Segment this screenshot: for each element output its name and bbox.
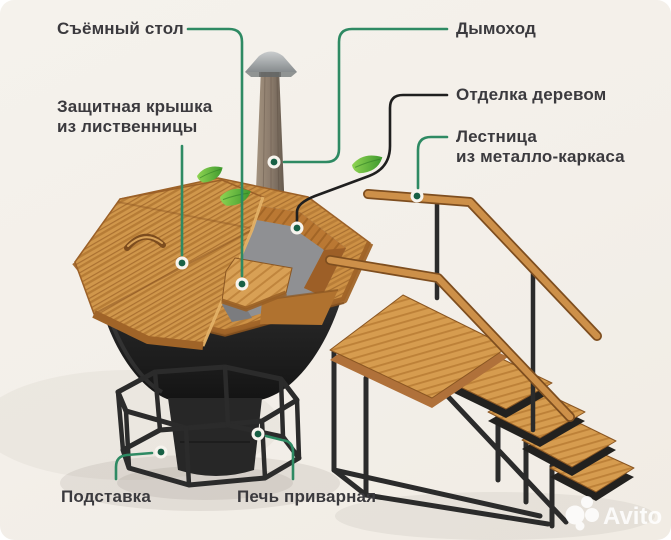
label-text: Печь приварная bbox=[237, 487, 377, 506]
anchor-dot-wood-finish bbox=[290, 221, 304, 235]
anchor-dot-chimney bbox=[267, 155, 281, 169]
label-stairs: Лестница из металло-каркаса bbox=[456, 127, 625, 167]
leader-line-removable-table bbox=[186, 27, 244, 278]
label-text: Дымоход bbox=[456, 19, 536, 38]
anchor-dot-welded-furnace bbox=[251, 427, 265, 441]
anchor-dots bbox=[154, 155, 424, 459]
leader-lines bbox=[114, 27, 449, 481]
leader-line-stand bbox=[114, 451, 154, 481]
handrails bbox=[325, 189, 602, 422]
anchor-dot-stairs bbox=[410, 189, 424, 203]
label-chimney: Дымоход bbox=[456, 19, 536, 39]
label-stand: Подставка bbox=[61, 487, 151, 507]
protective-cover bbox=[74, 179, 265, 350]
leaf-icon bbox=[197, 155, 383, 206]
cover-handle bbox=[124, 233, 166, 251]
leader-line-welded-furnace bbox=[264, 434, 295, 481]
label-removable-table: Съёмный стол bbox=[57, 19, 184, 39]
anchor-dot-protective-cover bbox=[175, 256, 189, 270]
interior-bench bbox=[260, 290, 338, 325]
leader-line-wood-finish bbox=[295, 93, 449, 223]
chimney-cap bbox=[245, 51, 297, 72]
leader-line-chimney bbox=[282, 27, 449, 164]
interior-wood-finish bbox=[206, 198, 346, 296]
label-protective-cover: Защитная крышка из лиственницы bbox=[57, 97, 212, 137]
stairs-treads bbox=[329, 294, 635, 501]
leader-line-stairs bbox=[416, 135, 449, 190]
label-welded-furnace: Печь приварная bbox=[237, 487, 376, 507]
label-text: из лиственницы bbox=[57, 117, 198, 136]
avito-logo-icon bbox=[565, 496, 599, 531]
furnace bbox=[168, 398, 262, 476]
removable-table bbox=[221, 257, 293, 312]
label-text: Подставка bbox=[61, 487, 151, 506]
label-text: Лестница bbox=[456, 127, 537, 146]
label-wood-finish: Отделка деревом bbox=[456, 85, 606, 105]
label-text: Отделка деревом bbox=[456, 85, 607, 104]
watermark-text: Avito bbox=[603, 503, 662, 530]
label-text: Защитная крышка bbox=[57, 97, 213, 116]
label-text: из металло-каркаса bbox=[456, 147, 625, 166]
anchor-dot-stand bbox=[154, 445, 168, 459]
chimney bbox=[245, 51, 297, 214]
label-text: Съёмный стол bbox=[57, 19, 184, 38]
anchor-dot-removable-table bbox=[235, 277, 249, 291]
metal-stand bbox=[115, 364, 302, 488]
avito-watermark: Avito bbox=[565, 496, 662, 531]
